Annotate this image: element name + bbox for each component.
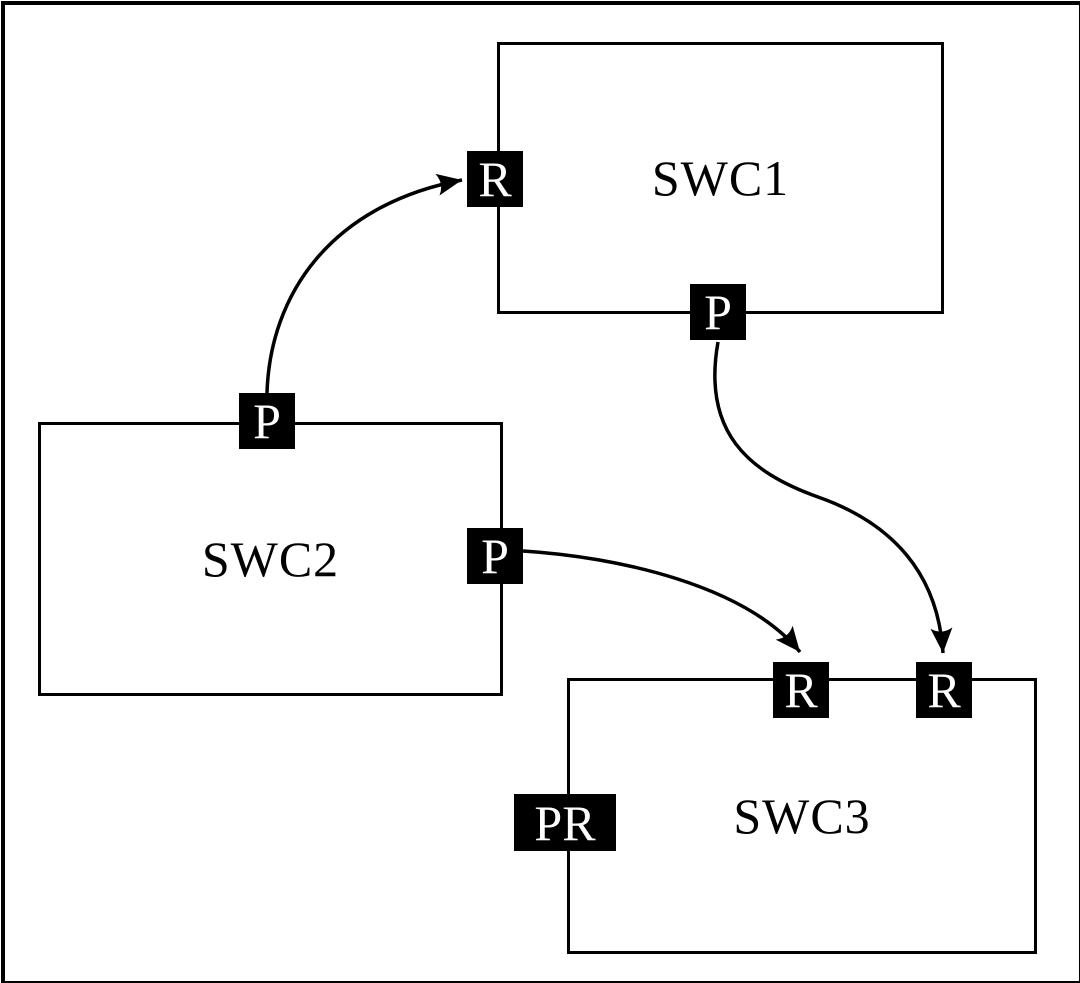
swc3-port-r-left: R — [773, 662, 829, 718]
swc3-port-r-right: R — [916, 662, 972, 718]
swc3-box: SWC3 — [567, 678, 1037, 954]
swc2-port-p-top-label: P — [253, 393, 281, 449]
swc3-port-pr-label: PR — [534, 794, 596, 851]
swc2-port-p-right: P — [467, 528, 523, 584]
swc2-port-p-top: P — [239, 393, 295, 449]
swc1-port-r: R — [467, 151, 523, 207]
swc1-port-p-label: P — [704, 284, 732, 340]
swc1-port-p: P — [690, 284, 746, 340]
swc1-label: SWC1 — [651, 150, 790, 206]
swc1-port-r-label: R — [478, 151, 512, 207]
swc3-label: SWC3 — [733, 788, 871, 844]
swc1-box: SWC1 — [497, 42, 944, 314]
swc3-port-r-right-label: R — [927, 662, 961, 718]
swc2-box: SWC2 — [38, 422, 503, 696]
swc2-label: SWC2 — [201, 531, 340, 587]
swc2-port-p-right-label: P — [481, 528, 509, 584]
swc3-port-r-left-label: R — [784, 662, 818, 718]
swc3-port-pr: PR — [514, 794, 616, 851]
